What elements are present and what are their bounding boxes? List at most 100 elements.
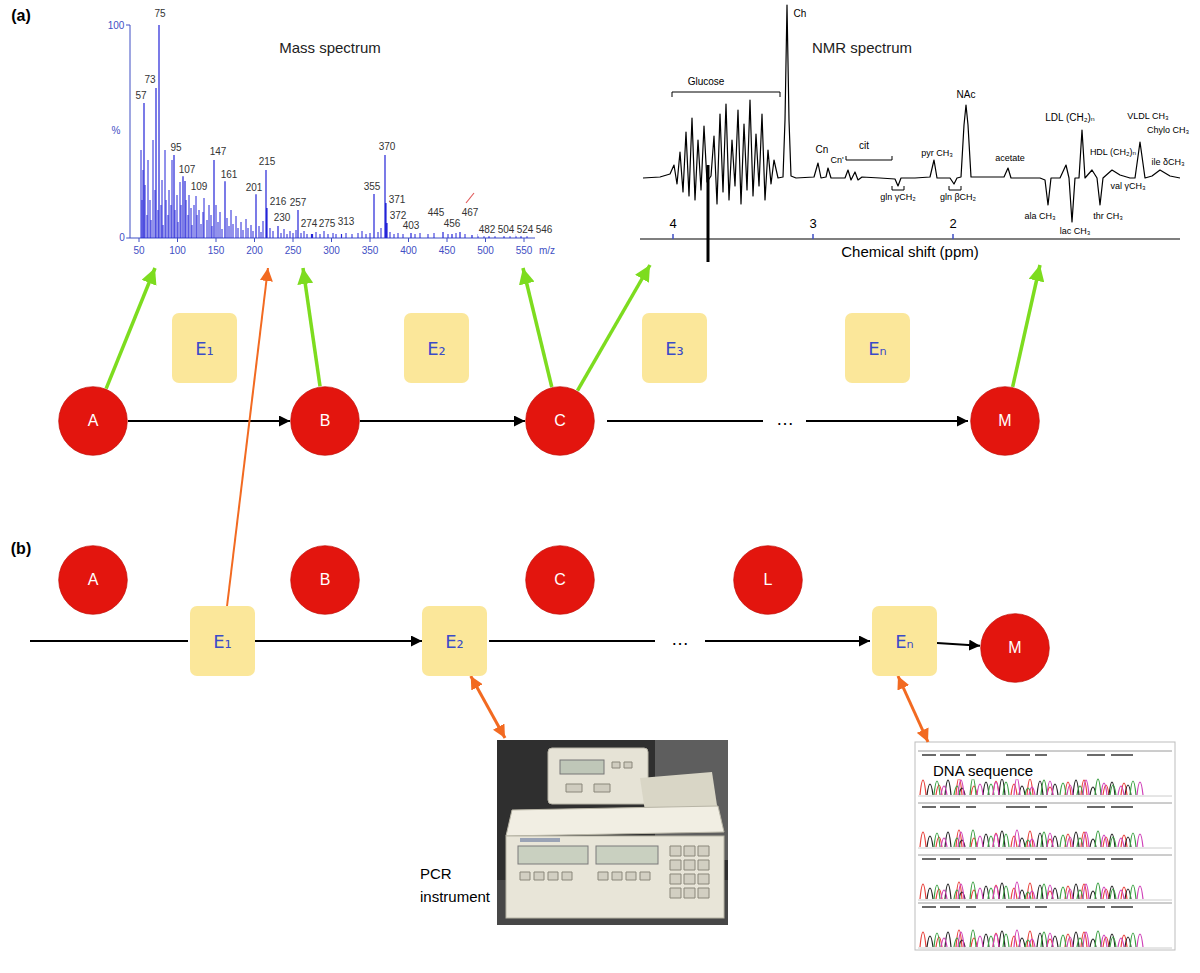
- peak-annotation: lac CH₃: [1059, 226, 1092, 236]
- metabolite-label: M: [998, 412, 1011, 430]
- peak-label: 230: [273, 212, 292, 224]
- metabolite-label: B: [320, 412, 331, 430]
- nmr-spectrum: NMR spectrum: [640, 0, 1185, 265]
- peak-label: 275: [318, 218, 337, 230]
- peak-annotation: Chylo CH₃: [1146, 125, 1190, 135]
- metabolite-label: B: [320, 571, 331, 589]
- enzyme-label: E₁: [213, 631, 232, 652]
- peak-annotation: HDL (CH₂)ₙ: [1089, 147, 1137, 157]
- metabolite-circle: M: [980, 613, 1050, 683]
- peak-annotation: NAc: [956, 89, 977, 101]
- enzyme-label: Eₙ: [868, 338, 887, 359]
- peak-label: 546: [535, 224, 554, 236]
- peak-annotation: ala CH₃: [1023, 211, 1056, 221]
- nmr-trace: [643, 5, 1180, 222]
- photo-background: [497, 740, 728, 925]
- peak-label: 161: [220, 169, 239, 181]
- peak-label: 95: [169, 142, 182, 154]
- metabolite-circle: C: [525, 545, 595, 615]
- spectrum-axes: [126, 25, 535, 242]
- metabolite-circle: A: [58, 545, 128, 615]
- marker-tick: [466, 193, 474, 203]
- instrument-keypad: [670, 846, 709, 898]
- pcr-instrument-picture: [497, 740, 728, 925]
- ellipsis: …: [670, 629, 690, 650]
- connector-arrow: [360, 420, 525, 422]
- axis-tick-label: 500: [476, 245, 495, 257]
- axis-tick-label: 4: [668, 217, 677, 232]
- metabolite-label: A: [88, 571, 99, 589]
- connector-arrow: [577, 265, 649, 391]
- chromatogram-row: [918, 751, 1172, 796]
- metabolite-label: C: [554, 571, 566, 589]
- enzyme-box: E₃: [642, 313, 707, 383]
- peak-label: 504: [497, 224, 516, 236]
- nmr-axis: [640, 238, 1180, 239]
- metabolite-circle: C: [525, 386, 595, 456]
- peak-label: 403: [402, 220, 421, 232]
- metabolite-label: L: [764, 571, 773, 589]
- metabolite-label: A: [88, 412, 99, 430]
- peak-label: 371: [388, 194, 407, 206]
- axis-tick-label: 200: [245, 245, 264, 257]
- chromatogram-row: [918, 855, 1172, 900]
- axis-tick-label: 450: [438, 245, 457, 257]
- peak-label: 201: [245, 182, 264, 194]
- chromatogram-row: [918, 803, 1172, 848]
- enzyme-box: E₁: [190, 606, 255, 676]
- connector-arrow: [255, 640, 422, 642]
- node-title: DNA sequence: [931, 762, 1035, 779]
- peak-label: 274: [300, 218, 319, 230]
- peak-annotation: thr CH₃: [1092, 211, 1124, 221]
- enzyme-label: E₂: [427, 338, 446, 359]
- circle-fill: [291, 387, 360, 456]
- peak-annotation: acetate: [994, 153, 1026, 163]
- peak-annotation: VLDL CH₃: [1126, 111, 1169, 121]
- peak-label: 147: [209, 146, 228, 158]
- peak-label: 456: [443, 218, 462, 230]
- axis-tick-label: 250: [284, 245, 303, 257]
- instrument-top: [506, 806, 724, 836]
- chromatogram-row: [918, 903, 1172, 948]
- peak-annotation: cit: [858, 140, 870, 152]
- nmr-axis-ticks: [673, 234, 953, 239]
- axis-tick-label: 3: [808, 217, 817, 232]
- metabolite-circle: A: [58, 386, 128, 456]
- peak-annotation: Cn: [815, 144, 830, 156]
- peak-annotation: Ch: [793, 8, 808, 20]
- connector-arrow: [937, 643, 980, 646]
- water-signal: [707, 165, 710, 262]
- axis-tick-label: 0: [118, 232, 126, 244]
- enzyme-box: E₁: [172, 313, 237, 383]
- axis-tick-label: 300: [322, 245, 341, 257]
- pcr-instrument: PCR instrument: [415, 738, 728, 925]
- peak-annotation: Glucose: [687, 76, 726, 88]
- peak-label: 57: [134, 90, 147, 102]
- axis-tick-label: 50: [132, 245, 145, 257]
- dna-sequence: DNA sequence: [915, 742, 1175, 950]
- circle-fill: [971, 387, 1040, 456]
- peak-label: 107: [178, 164, 197, 176]
- peak-label: 257: [289, 197, 308, 209]
- node-title: PCR instrument: [420, 862, 498, 908]
- metabolite-circle: B: [290, 386, 360, 456]
- enzyme-label: E₁: [195, 338, 214, 359]
- metabolite-label: M: [1008, 639, 1021, 657]
- peak-annotation: Cn': [829, 155, 844, 165]
- peak-annotation: gln γCH₂: [879, 192, 917, 202]
- instrument-buttons: [566, 762, 632, 792]
- axis-tick-label: 100: [168, 245, 187, 257]
- connector-arrow: [471, 676, 505, 738]
- peak-label: 370: [378, 141, 397, 153]
- metabolite-circle: L: [733, 545, 803, 615]
- axis-tick-label: 550: [515, 245, 534, 257]
- ellipsis: …: [775, 409, 795, 430]
- peak-annotation: LDL (CH₂)ₙ: [1044, 112, 1096, 124]
- node-title: NMR spectrum: [812, 39, 1185, 56]
- connector-arrow: [1013, 265, 1040, 387]
- spectrum-minor-peaks: [141, 140, 527, 238]
- peak-label: 109: [190, 181, 209, 193]
- peak-label: 216: [269, 196, 288, 208]
- circle-fill: [291, 546, 360, 615]
